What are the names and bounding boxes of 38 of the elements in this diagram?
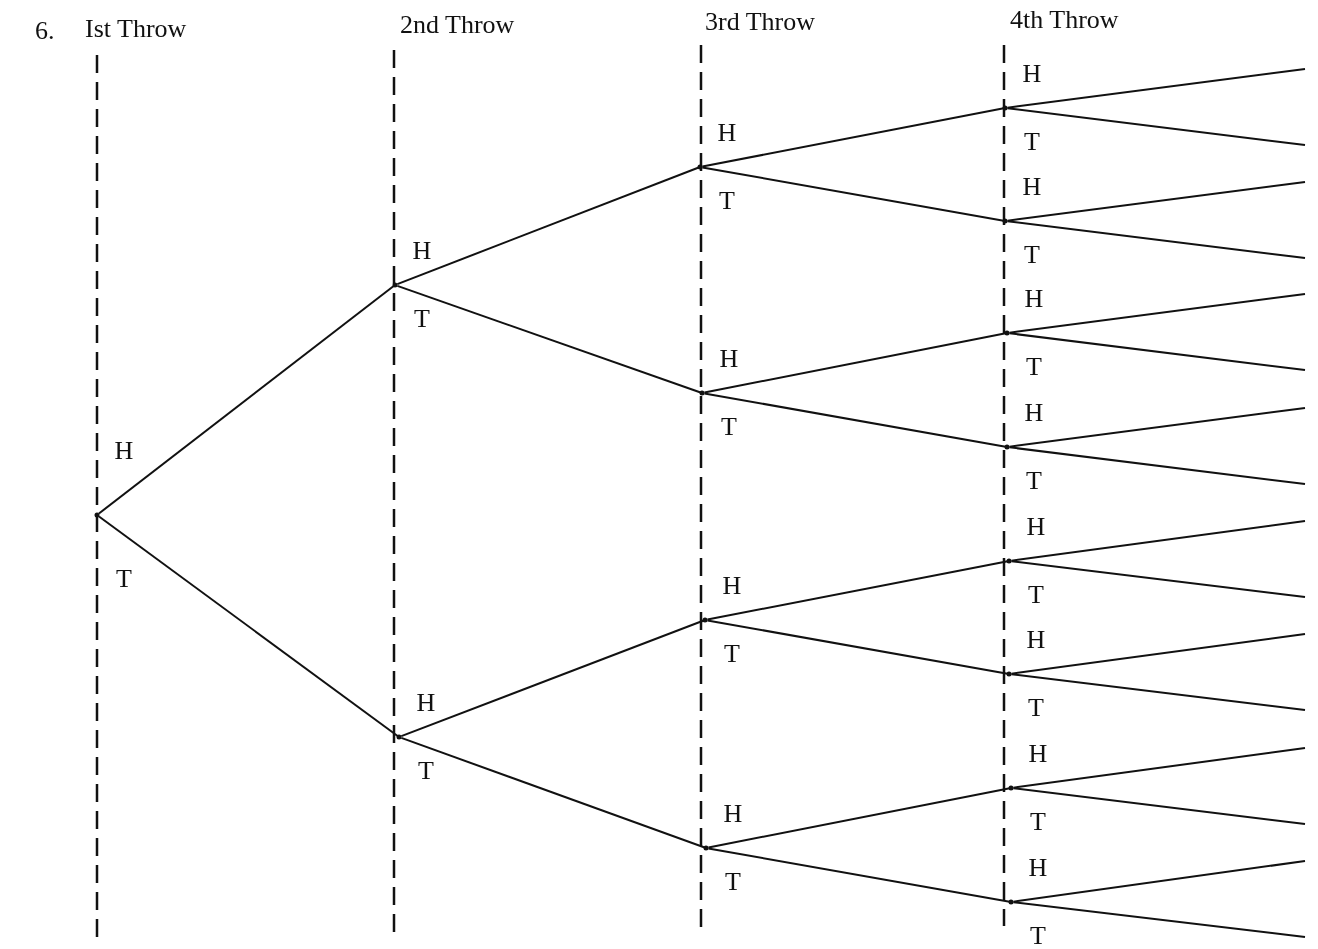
branch-point	[697, 164, 703, 170]
branch-point	[1002, 105, 1008, 111]
branch-point	[1004, 330, 1010, 336]
branch-line	[1008, 446, 1306, 485]
column-heading: 4th Throw	[1010, 7, 1119, 33]
branch-point	[1008, 899, 1014, 905]
branch-line	[1012, 901, 1306, 938]
branch-point	[702, 617, 708, 623]
branch-point	[703, 845, 709, 851]
branch-line	[1012, 860, 1306, 903]
branch-line	[1006, 181, 1306, 222]
branch-point	[1006, 671, 1012, 677]
branch-point	[1002, 218, 1008, 224]
branch-line	[1010, 673, 1306, 711]
column-heading: 3rd Throw	[705, 9, 815, 35]
branch-line	[1010, 520, 1306, 562]
branch-line	[1008, 293, 1306, 334]
column-heading: Ist Throw	[85, 16, 187, 42]
branch-point	[1004, 444, 1010, 450]
branch-line	[1010, 633, 1306, 675]
question-number: 6.	[35, 18, 55, 44]
branch-line	[1006, 107, 1306, 146]
branch-line	[98, 284, 396, 515]
branch-line	[1006, 68, 1306, 109]
branch-point	[1008, 785, 1014, 791]
branch-line	[1012, 787, 1306, 825]
branch-point	[392, 282, 398, 288]
branch-point	[1006, 558, 1012, 564]
branch-point	[396, 734, 402, 740]
branch-line	[1010, 560, 1306, 598]
branch-line	[1012, 747, 1306, 789]
column-heading: 2nd Throw	[400, 12, 515, 38]
branch-line	[1008, 407, 1306, 448]
branch-point	[699, 390, 705, 396]
branch-line	[1008, 332, 1306, 371]
branch-line	[98, 515, 400, 738]
branch-line	[1006, 220, 1306, 259]
branch-point	[94, 512, 100, 518]
